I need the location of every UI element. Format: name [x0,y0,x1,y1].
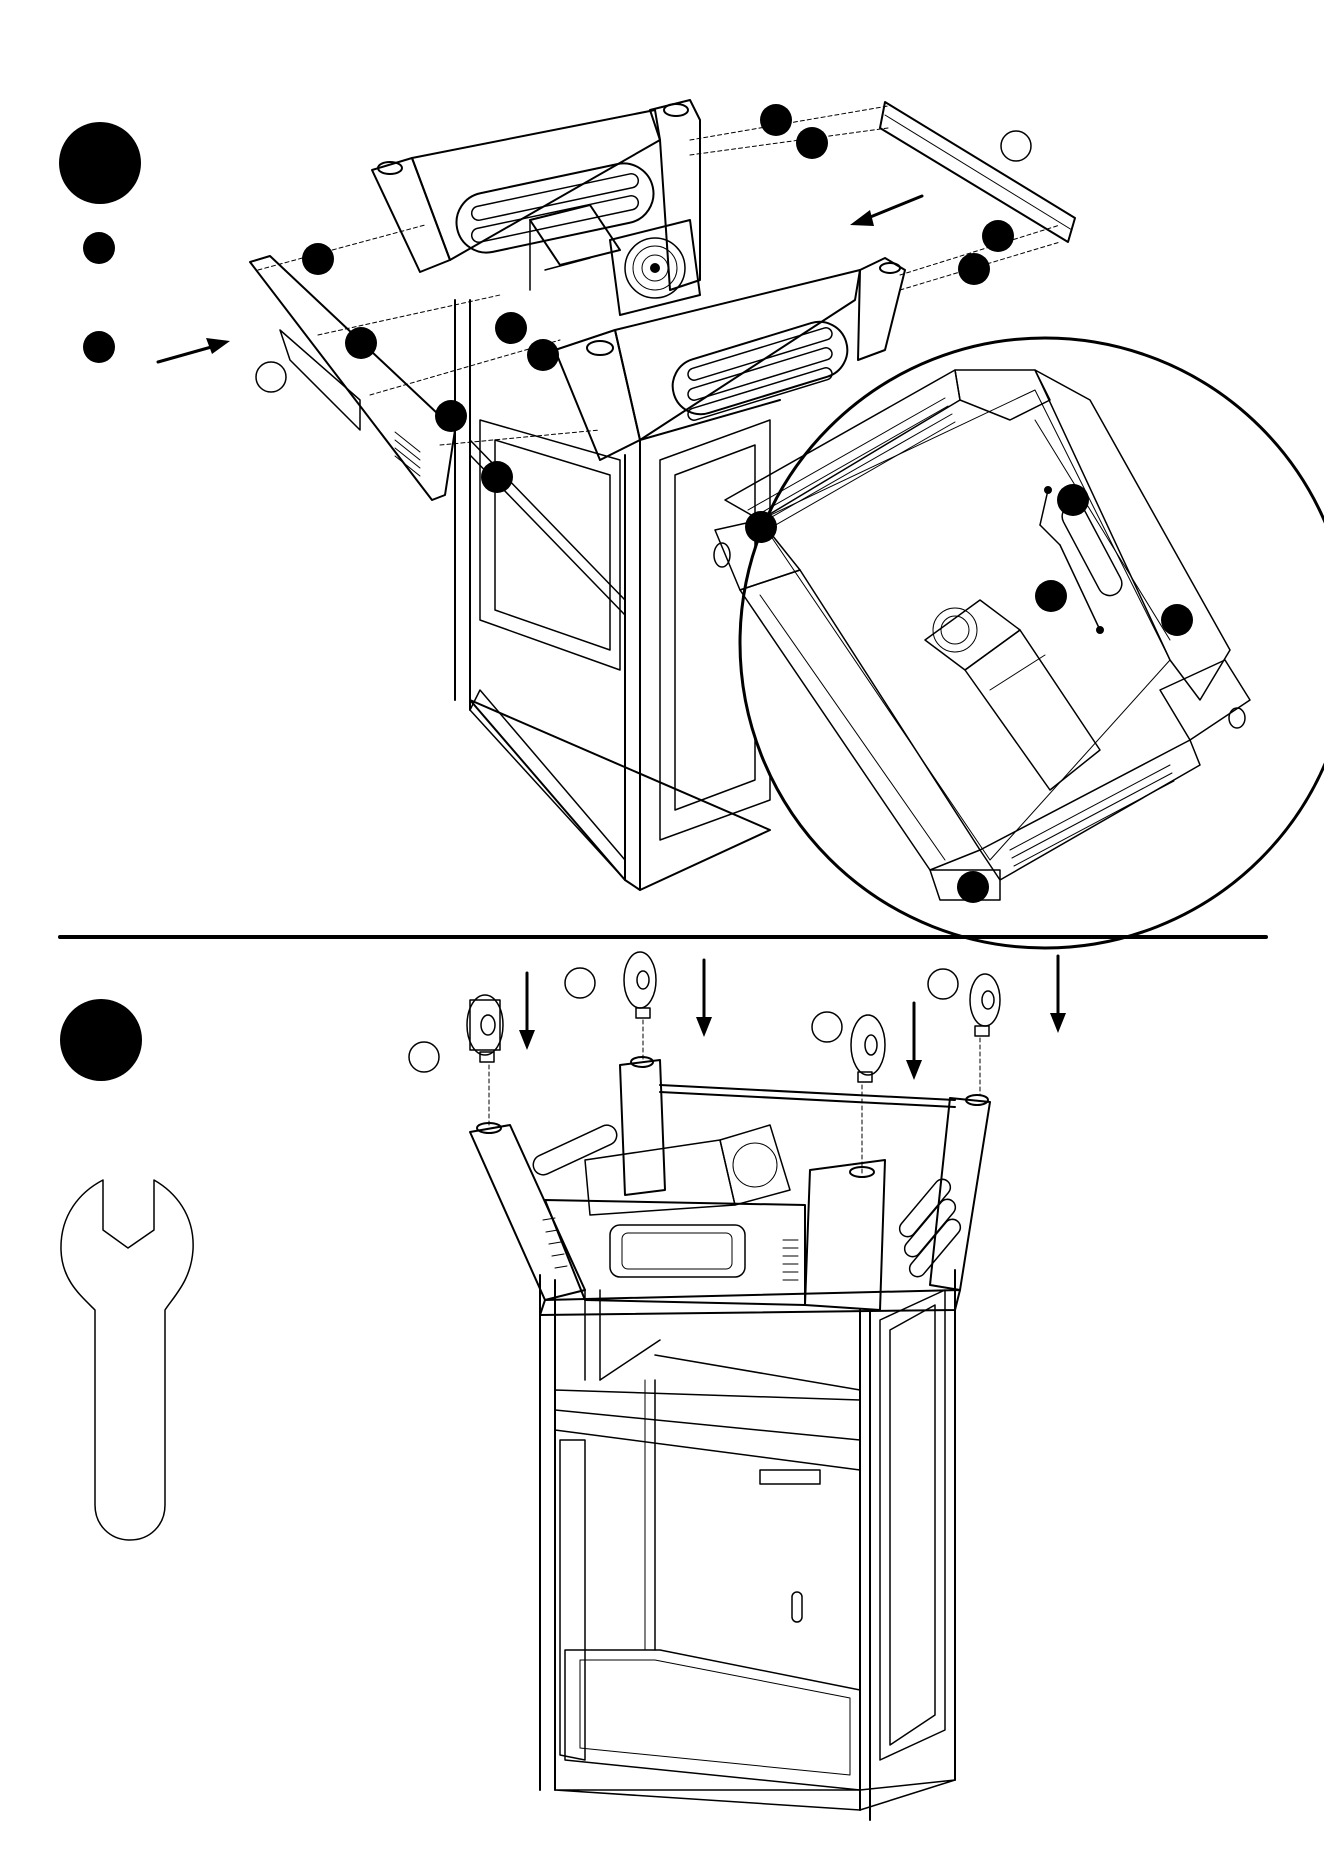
fan-housing [530,205,700,315]
part-callout [345,327,377,359]
part-callouts-open-bottom [409,968,958,1072]
part-callout-a2 [83,331,115,363]
part-callout [760,104,792,136]
arrow-down-icon [906,1060,922,1080]
caster-wheel [624,952,656,1018]
part-callout-open-a1 [256,362,286,392]
part-callout [481,461,513,493]
part-callout [1057,484,1089,516]
rear-panel-part [880,102,1075,242]
part-callout-open [565,968,595,998]
caster-wheel [970,974,1000,1036]
part-callout [495,312,527,344]
arrow-down-icon [696,1017,712,1037]
caster-wheel [851,1015,885,1082]
cabinet-body-upright [470,1057,990,1820]
part-callout-open [409,1042,439,1072]
arrow-right-icon [158,338,230,362]
step-number-badge-a [59,122,141,204]
part-callout [957,871,989,903]
part-callout [527,339,559,371]
part-callout-open [812,1012,842,1042]
part-callout [1161,604,1193,636]
arrow-down-icon [1050,1013,1066,1033]
caster-wheel [467,995,503,1062]
part-callout [302,243,334,275]
part-callout [1035,580,1067,612]
part-callout-open [928,969,958,999]
fan-icon [733,1143,777,1187]
part-callout [796,127,828,159]
part-callout [435,400,467,432]
part-callout-open-a2 [1001,131,1031,161]
part-callout [982,220,1014,252]
part-callout [958,253,990,285]
step-number-badge-b [60,999,142,1081]
wrench-icon [61,1180,193,1540]
zoom-detail-circle [714,338,1324,948]
part-callout [745,511,777,543]
arrow-down-left-icon [850,196,922,226]
part-callout-a1 [83,232,115,264]
arrow-down-icon [519,1030,535,1050]
